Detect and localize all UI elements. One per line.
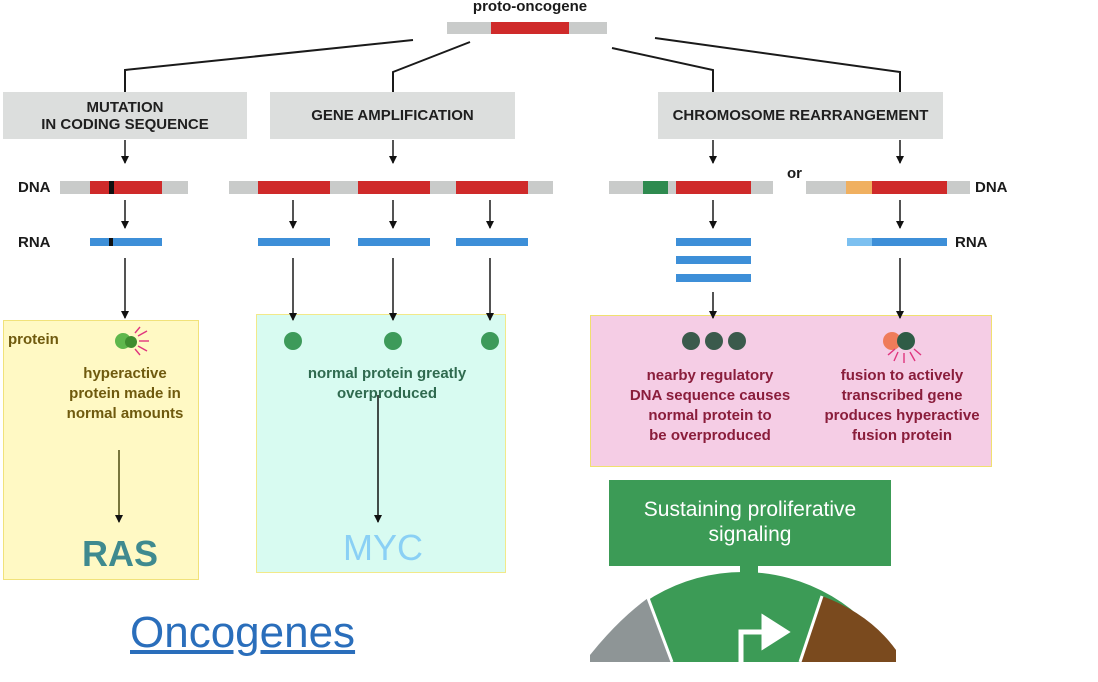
or-label: or	[787, 165, 802, 182]
header-amplification: GENE AMPLIFICATION	[270, 92, 515, 139]
hallmark-arrow-icon	[738, 613, 791, 662]
rna-bars	[90, 238, 947, 282]
dna-label-right: DNA	[975, 179, 1008, 196]
rearrangement-description-left: nearby regulatory DNA sequence causes no…	[629, 367, 791, 444]
dna-label-left: DNA	[18, 179, 51, 196]
example-gene-myc: MYC	[343, 527, 423, 568]
hallmark-wheel-grey	[590, 598, 672, 662]
dna-bar-amplification	[229, 181, 553, 194]
header-arrows	[121, 140, 904, 164]
amplification-result-panel	[256, 314, 506, 573]
header-mutation-line1: MUTATION	[86, 98, 164, 116]
dna-bar-rearrangement-left	[609, 181, 773, 194]
protein-fusion	[883, 332, 922, 363]
mutation-result-panel	[3, 320, 199, 580]
dna-bar-rearrangement-right	[806, 181, 970, 194]
rearrangement-description-right: fusion to actively transcribed gene prod…	[824, 367, 980, 444]
oncogenes-link[interactable]: Oncogenes	[130, 608, 356, 657]
example-gene-ras: RAS	[82, 533, 159, 574]
hallmark-text: Sustaining proliferative signaling	[643, 498, 857, 546]
header-rearrangement: CHROMOSOME REARRANGEMENT	[658, 92, 943, 139]
hallmark-wheel-brown	[800, 596, 896, 662]
dna-rna-arrows	[121, 200, 904, 229]
mutation-description: hyperactive protein made in normal amoun…	[66, 365, 184, 422]
amplification-description: normal protein greatly overproduced	[307, 365, 467, 402]
branch-lines	[124, 37, 901, 92]
hallmark-box	[609, 480, 891, 566]
header-mutation-line2: IN CODING SEQUENCE	[41, 115, 209, 133]
header-mutation: MUTATION IN CODING SEQUENCE	[3, 92, 247, 139]
protein-hyperactive	[115, 326, 149, 356]
protein-normal-amplified	[284, 332, 499, 350]
protein-label: protein	[8, 331, 59, 348]
proto-oncogene-label: proto-oncogene	[472, 0, 588, 15]
rna-protein-arrows	[121, 258, 904, 321]
rearrangement-result-panel	[590, 315, 992, 467]
rna-label-right: RNA	[955, 234, 988, 251]
dna-bar-mutation	[60, 181, 188, 194]
protein-overproduced	[682, 332, 746, 350]
proto-oncogene-bar	[447, 22, 607, 34]
rna-label-left: RNA	[18, 234, 51, 251]
